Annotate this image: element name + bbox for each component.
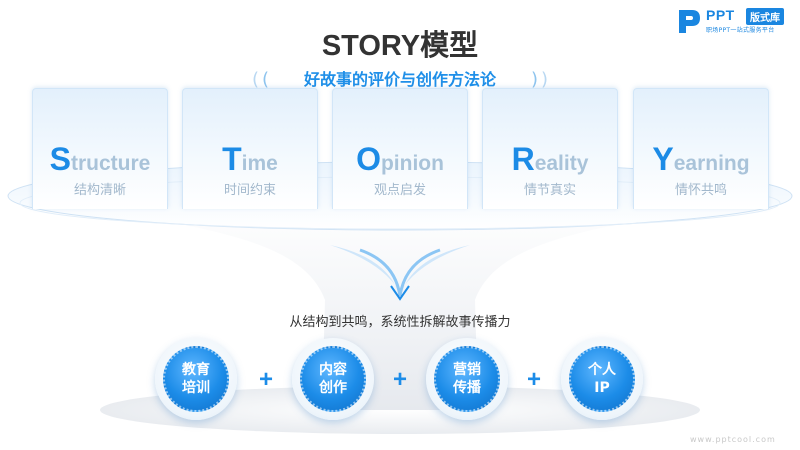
- logo-tagline: 职场PPT一站式服务平台: [706, 27, 775, 34]
- bracket-left-icon: (: [252, 69, 260, 90]
- circle-text: 营销: [453, 362, 481, 378]
- bracket-right-icon: ): [540, 69, 548, 90]
- circle-education: 教育 培训: [155, 338, 237, 420]
- circle-core: 教育 培训: [163, 346, 229, 412]
- card-label: 观点启发: [373, 183, 426, 198]
- card-word: Structure: [33, 141, 167, 178]
- circle-text: 个人: [588, 362, 616, 378]
- bracket-right-icon: ): [530, 69, 538, 90]
- circle-personal-ip: 个人 IP: [561, 338, 643, 420]
- card-initial: Y: [652, 141, 674, 177]
- card-label: 情节真实: [523, 183, 576, 198]
- card-label: 时间约束: [223, 183, 276, 198]
- card-word: Yearning: [634, 141, 768, 178]
- circle-text: 教育: [182, 362, 210, 378]
- card-structure: Structure 结构清晰: [32, 88, 168, 209]
- watermark: www.pptcool.com: [690, 435, 776, 444]
- card-word-rest: eality: [534, 152, 589, 175]
- card-word-rest: ime: [241, 152, 278, 175]
- circle-core: 营销 传播: [434, 346, 500, 412]
- circle-marketing: 营销 传播: [426, 338, 508, 420]
- plus-icon: +: [258, 366, 273, 393]
- card-yearning: Yearning 情怀共鸣: [633, 88, 769, 209]
- circle-text: 内容: [319, 362, 347, 378]
- card-word: Opinion: [333, 141, 467, 178]
- plus-icon: +: [526, 366, 541, 393]
- card-reality: Reality 情节真实: [482, 88, 618, 209]
- card-initial: R: [511, 141, 535, 177]
- card-time: Time 时间约束: [182, 88, 318, 209]
- bracket-left-icon: (: [262, 69, 270, 90]
- circle-text: 培训: [182, 380, 210, 396]
- logo-brand: PPT: [706, 7, 735, 23]
- card-label: 结构清晰: [73, 183, 126, 198]
- logo-badge: 版式库: [746, 8, 784, 25]
- subtitle-block: ( ( 好故事的评价与创作方法论 ) ): [250, 66, 550, 94]
- funnel-body: [60, 200, 740, 410]
- card-opinion: Opinion 观点启发: [332, 88, 468, 209]
- plus-icon: +: [392, 366, 407, 393]
- circle-content: 内容 创作: [292, 338, 374, 420]
- brand-logo: PPT 版式库 职场PPT一站式服务平台: [676, 6, 794, 36]
- card-word: Reality: [483, 141, 617, 178]
- card-word-rest: tructure: [70, 152, 151, 175]
- circle-core: 内容 创作: [300, 346, 366, 412]
- down-arrow-icon: [330, 245, 470, 298]
- circle-text: IP: [594, 380, 610, 396]
- card-word-rest: earning: [673, 152, 750, 175]
- card-word: Time: [183, 141, 317, 178]
- card-initial: S: [49, 141, 71, 177]
- tagline: 从结构到共鸣，系统性拆解故事传播力: [289, 315, 511, 330]
- ppt-logo-icon: [679, 10, 700, 33]
- subtitle: 好故事的评价与创作方法论: [303, 70, 496, 89]
- page-title: STORY模型: [321, 30, 479, 62]
- circle-text: 创作: [319, 380, 347, 396]
- circle-core: 个人 IP: [569, 346, 635, 412]
- circle-text: 传播: [453, 380, 481, 396]
- card-initial: O: [356, 141, 381, 177]
- card-label: 情怀共鸣: [674, 183, 727, 198]
- card-word-rest: pinion: [380, 152, 444, 175]
- card-initial: T: [222, 141, 242, 177]
